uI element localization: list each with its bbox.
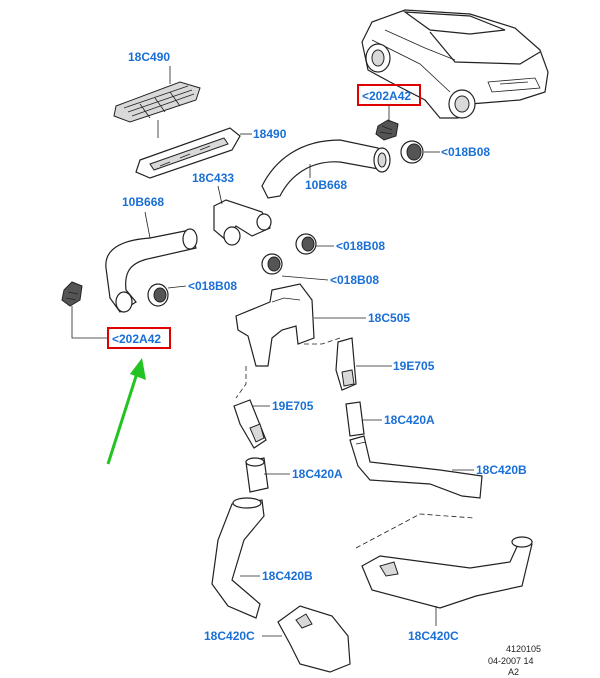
label-18490: 18490: [253, 127, 287, 141]
defroster-grille: [113, 66, 201, 138]
duct-18c420a-right: [345, 401, 382, 437]
label-18c505: 18C505: [368, 311, 410, 325]
reference-sheet: A2: [508, 667, 519, 677]
duct-18c420b-right: [349, 435, 483, 549]
duct-10b668-top: [261, 139, 391, 199]
label-18c420a-left: 18C420A: [292, 467, 343, 481]
label-10b668-left: 10B668: [122, 195, 164, 209]
duct-18c420c-right: [361, 536, 533, 626]
duct-18c433: [213, 185, 272, 246]
label-18c420c-left: 18C420C: [204, 629, 255, 643]
label-018b08-mid2: <018B08: [330, 273, 379, 287]
clip-part-top: [375, 119, 399, 141]
label-18c490: 18C490: [128, 50, 170, 64]
green-arrow: [106, 358, 146, 465]
reference-number: 4120105: [506, 644, 541, 654]
label-018b08-mid1: <018B08: [336, 239, 385, 253]
label-19e705-left: 19E705: [272, 399, 314, 413]
label-18c420b-left: 18C420B: [262, 569, 313, 583]
duct-18c420c-left: [262, 605, 351, 673]
adapter-19e705-right: [335, 337, 392, 391]
highlight-box-top: <202A42: [357, 84, 421, 122]
label-18c433: 18C433: [192, 171, 234, 185]
vent-018b08-mid1: [295, 233, 334, 255]
vent-018b08-mid2: [261, 253, 329, 281]
duct-18c420b-left: [211, 497, 265, 619]
label-18c420b-right: 18C420B: [476, 463, 527, 477]
reference-date: 04-2007 14: [488, 656, 534, 666]
duct-18c505: [235, 283, 366, 399]
label-10b668-top: 10B668: [305, 178, 347, 192]
label-202a42-left: <202A42: [112, 332, 161, 346]
vent-018b08-left: [147, 283, 187, 307]
duct-18c420a-left: [245, 457, 290, 493]
vehicle-illustration: [361, 9, 549, 119]
label-18c420c-right: 18C420C: [408, 629, 459, 643]
label-018b08-top: <018B08: [441, 145, 490, 159]
duct-10b668-left: [105, 211, 198, 313]
highlight-box-left: <202A42: [107, 327, 171, 349]
defroster-duct: [135, 127, 252, 179]
label-18c420a-right: 18C420A: [384, 413, 435, 427]
clip-part-left: [61, 281, 108, 339]
vent-018b08-top: [400, 140, 440, 164]
label-202a42-top: <202A42: [362, 89, 411, 103]
label-19e705-right: 19E705: [393, 359, 435, 373]
label-018b08-left: <018B08: [188, 279, 237, 293]
adapter-19e705-left: [233, 399, 270, 449]
